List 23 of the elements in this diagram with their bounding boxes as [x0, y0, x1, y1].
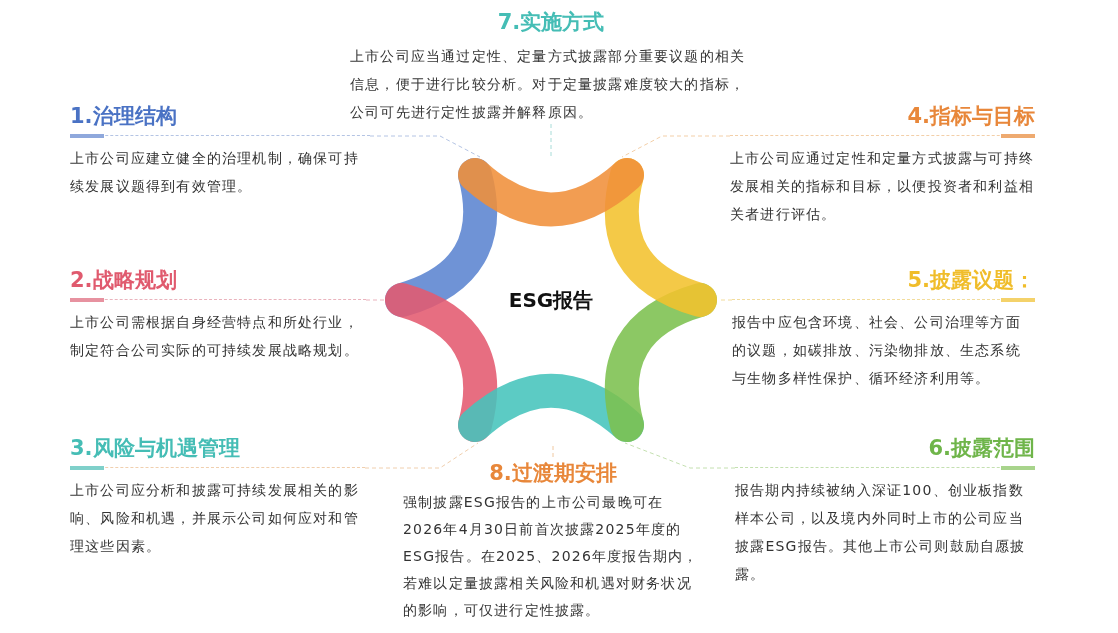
center-title: ESG报告: [508, 287, 594, 312]
topic-heading: 5.披露议题：: [907, 267, 1035, 294]
topic-heading: 6.披露范围: [928, 435, 1035, 462]
topic-description: 上市公司应通过定性和定量方式披露与可持终发展相关的指标和目标，以便投资者和利益相关者进行评估。: [730, 149, 1035, 224]
topic-description: 上市公司应当通过定性、定量方式披露部分重要议题的相关信息，便于进行比较分析。对于定量披露难度较大的指标，公司可先进行定性披露并解释原因。: [350, 47, 747, 122]
topic-description: 强制披露ESG报告的上市公司最晚可在2026年4月30日前首次披露2025年度的ESG报告。在2025、2026年度报告期内，若难以定量披露相关风险和机遇对财务状况的影响，可仅进行定性披露。: [403, 493, 700, 620]
topic-heading: 4.指标与目标: [907, 103, 1035, 130]
topic-heading: 7.实施方式: [497, 9, 605, 36]
topic-heading: 2.战略规划: [70, 267, 177, 294]
topic-description: 上市公司需根据自身经营特点和所处行业，制定符合公司实际的可持续发展战略规划。: [70, 313, 360, 360]
leader-line: [550, 123, 552, 158]
leader-line: [621, 135, 731, 158]
topic-description: 报告期内持续被纳入深证100、创业板指数样本公司，以及境内外同时上市的公司应当披露ESG报告。其他上市公司则鼓励自愿披露。: [735, 481, 1027, 584]
topic-heading: 1.治理结构: [70, 103, 177, 130]
leader-line: [364, 442, 479, 469]
leader-line: [369, 135, 481, 158]
topic-description: 报告中应包含环境、社会、公司治理等方面的议题，如碳排放、污染物排放、生态系统与生物多样性保护、循环经济利用等。: [732, 313, 1022, 388]
leader-line: [365, 299, 385, 301]
topic-heading: 8.过渡期安排: [489, 460, 617, 487]
leader-line: [624, 442, 736, 469]
topic-heading: 3.风险与机遇管理: [70, 435, 240, 462]
topic-description: 上市公司应分析和披露可持续发展相关的影响、风险和机遇，并展示公司如何应对和管理这些因素。: [70, 481, 360, 556]
topic-description: 上市公司应建立健全的治理机制，确保可持续发展议题得到有效管理。: [70, 149, 360, 196]
